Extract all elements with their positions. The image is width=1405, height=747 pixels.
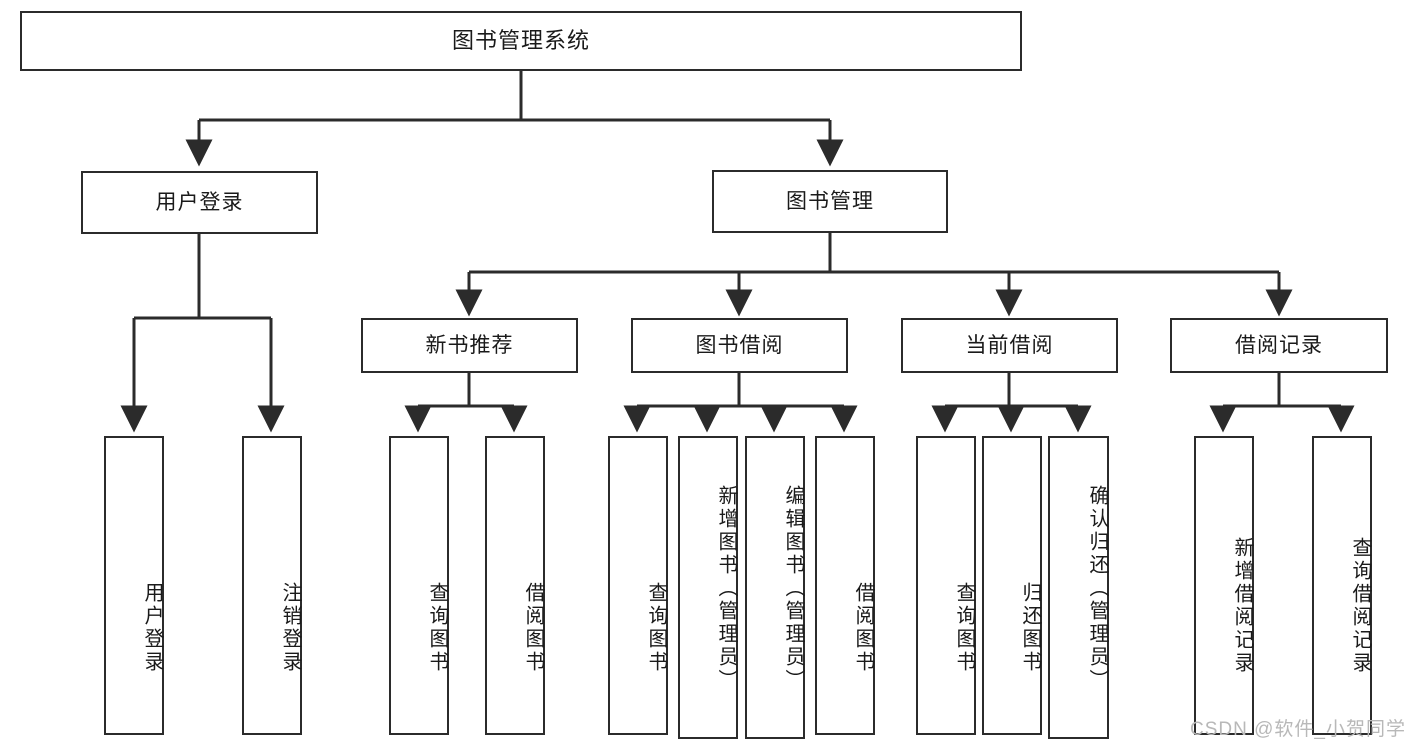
node-leaf-query-book-3[interactable]: 查询图书 — [916, 436, 976, 735]
node-current-borrow[interactable]: 当前借阅 — [901, 318, 1118, 373]
node-book-manage[interactable]: 图书管理 — [712, 170, 948, 233]
node-leaf-add-book[interactable]: 新增图书（管理员） — [678, 436, 738, 739]
node-leaf-query-book-1[interactable]: 查询图书 — [389, 436, 449, 735]
node-leaf-logout[interactable]: 注销登录 — [242, 436, 302, 735]
node-root[interactable]: 图书管理系统 — [20, 11, 1022, 71]
node-borrow-record[interactable]: 借阅记录 — [1170, 318, 1388, 373]
node-user-login[interactable]: 用户登录 — [81, 171, 318, 234]
node-leaf-edit-book[interactable]: 编辑图书（管理员） — [745, 436, 805, 739]
node-leaf-user-login[interactable]: 用户登录 — [104, 436, 164, 735]
node-leaf-query-record[interactable]: 查询借阅记录 — [1312, 436, 1372, 735]
node-leaf-borrow-book-1[interactable]: 借阅图书 — [485, 436, 545, 735]
node-leaf-return-book[interactable]: 归还图书 — [982, 436, 1042, 735]
node-new-book-recommend[interactable]: 新书推荐 — [361, 318, 578, 373]
node-leaf-borrow-book-2[interactable]: 借阅图书 — [815, 436, 875, 735]
node-leaf-query-book-2[interactable]: 查询图书 — [608, 436, 668, 735]
node-book-borrow[interactable]: 图书借阅 — [631, 318, 848, 373]
node-leaf-add-record[interactable]: 新增借阅记录 — [1194, 436, 1254, 735]
node-leaf-confirm-return[interactable]: 确认归还（管理员） — [1048, 436, 1109, 739]
csdn-watermark: CSDN @软件_小贺同学 — [1190, 719, 1405, 740]
